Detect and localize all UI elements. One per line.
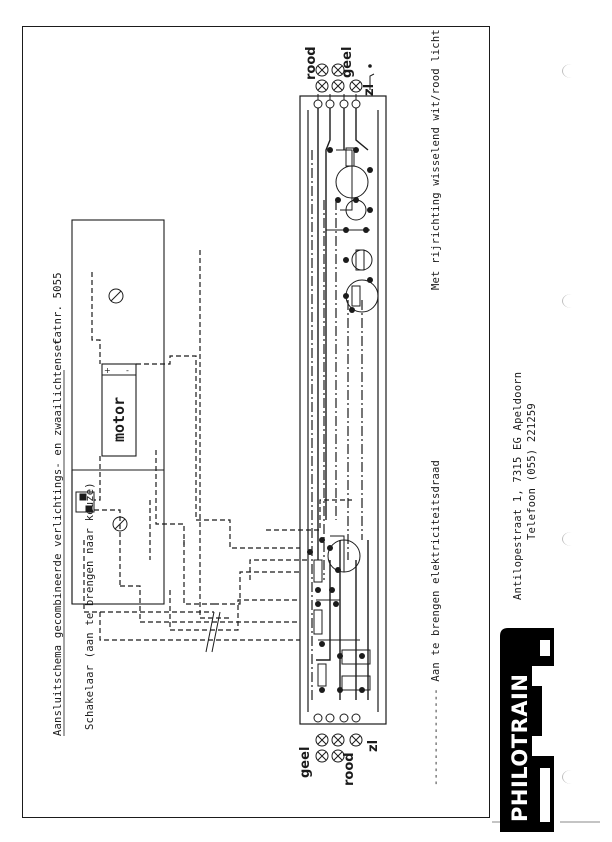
punch-hole (562, 532, 581, 546)
wire-label-zl-top: zl (362, 83, 377, 96)
motor-block (101, 363, 137, 457)
catalog-number: Catnr. 5055 (52, 272, 64, 344)
solder-points-bottom (307, 537, 365, 693)
direction-note: Met rijrichting wisselend wit/rood licht (430, 29, 442, 290)
switch-icon (75, 491, 95, 513)
punch-hole (562, 294, 581, 308)
bulb-icons-top (315, 63, 375, 93)
punch-hole (562, 770, 581, 784)
solder-points-top (327, 147, 373, 313)
brand-name: PHILOTRAIN (508, 673, 532, 822)
diagram-title: Aansluitschema gecombineerde verlichting… (52, 338, 64, 736)
component-cluster-top (326, 147, 379, 313)
board-traces (316, 108, 369, 700)
switch-label: Schakelaar (aan te brengen naar keuze) (84, 482, 96, 730)
company-phone: Telefoon (055) 221259 (526, 403, 538, 540)
company-address: Antilopestraat 1, 7315 EG Apeldoorn (512, 371, 524, 600)
circuit-board (299, 95, 387, 725)
locomotive-outline (71, 219, 165, 605)
wire-label-geel-bottom: geel (298, 746, 313, 778)
component-cluster-bottom (313, 535, 371, 691)
terminals-bottom (313, 713, 361, 723)
wire-label-zl-bottom: zl (366, 739, 381, 752)
punch-hole (562, 64, 581, 78)
dashed-wires (83, 250, 352, 641)
board-dashdot-traces (311, 150, 363, 700)
drawing-frame (22, 26, 490, 818)
svg-text:+: + (104, 366, 111, 375)
wire-label-rood-top: rood (304, 46, 319, 80)
motor-label: motor (110, 396, 128, 442)
terminals-top (313, 94, 361, 109)
bulb-icons-bottom (315, 733, 363, 763)
wire-label-geel-top: geel (340, 46, 355, 78)
wire-label-rood-bottom: rood (342, 752, 357, 786)
svg-text:-: - (126, 366, 129, 375)
wire-legend: --------------- Aan te brengen elektrici… (430, 459, 442, 786)
philotrain-logo: PHILOTRAIN (498, 626, 560, 832)
